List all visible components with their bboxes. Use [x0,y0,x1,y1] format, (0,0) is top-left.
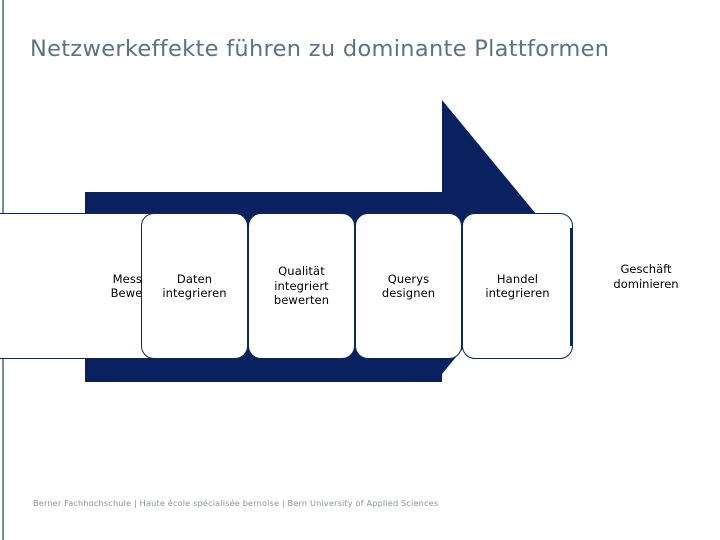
stage-box-2[interactable]: Daten integrieren [141,213,248,359]
outcome-divider [570,228,573,346]
stage-box-group: Messen / Bewerten Daten integrieren Qual… [0,213,573,359]
page-title: Netzwerkeffekte führen zu dominante Plat… [30,36,610,62]
stage-box-3[interactable]: Qualität integriert bewerten [248,213,355,359]
process-arrow-diagram: Messen / Bewerten Daten integrieren Qual… [0,85,720,485]
outcome-label: Geschäft dominieren [613,262,679,291]
footer-institution: Berner Fachhochschule | Haute école spéc… [33,498,439,508]
stage-box-4-label: Querys designen [381,271,436,301]
stage-box-3-label: Qualität integriert bewerten [273,264,330,308]
stage-box-5[interactable]: Handel integrieren [462,213,573,359]
stage-box-2-label: Daten integrieren [162,271,227,301]
stage-box-4[interactable]: Querys designen [355,213,462,359]
stage-box-5-label: Handel integrieren [485,271,550,301]
